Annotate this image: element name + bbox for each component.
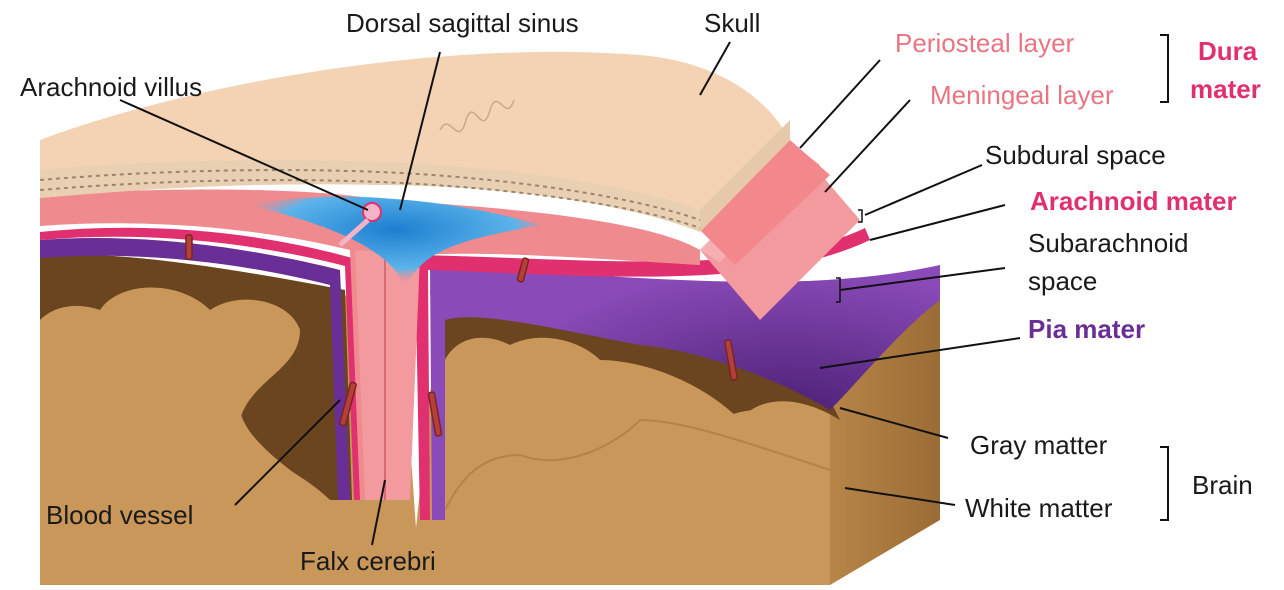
label-brain: Brain [1192,470,1253,500]
label-blood-vessel: Blood vessel [46,500,193,530]
label-dura-line2: mater [1190,74,1261,104]
label-dura-line1: Dura [1198,36,1257,66]
falx-cerebri-shape [355,250,420,500]
label-white-matter: White matter [965,493,1112,523]
leader-subdural [865,165,982,215]
label-gray-matter: Gray matter [970,430,1107,460]
leader-periosteal [800,60,880,148]
label-arachnoid-mater: Arachnoid mater [1030,186,1237,216]
label-skull: Skull [704,8,760,38]
leader-arachnoid-mater [870,205,1005,240]
label-subdural-space: Subdural space [985,140,1166,170]
label-pia-mater: Pia mater [1028,314,1145,344]
leader-meningeal [825,100,910,192]
vessel-1 [186,235,192,259]
label-subarachnoid-line2: space [1028,266,1097,296]
bracket-brain [1160,447,1168,520]
label-subarachnoid-line1: Subarachnoid [1028,228,1188,258]
label-periosteal-layer: Periosteal layer [895,28,1074,58]
label-falx-cerebri: Falx cerebri [300,546,436,576]
label-dorsal-sagittal-sinus: Dorsal sagittal sinus [346,8,579,38]
bracket-dura [1160,35,1168,102]
label-meningeal-layer: Meningeal layer [930,80,1114,110]
label-arachnoid-villus: Arachnoid villus [20,72,202,102]
